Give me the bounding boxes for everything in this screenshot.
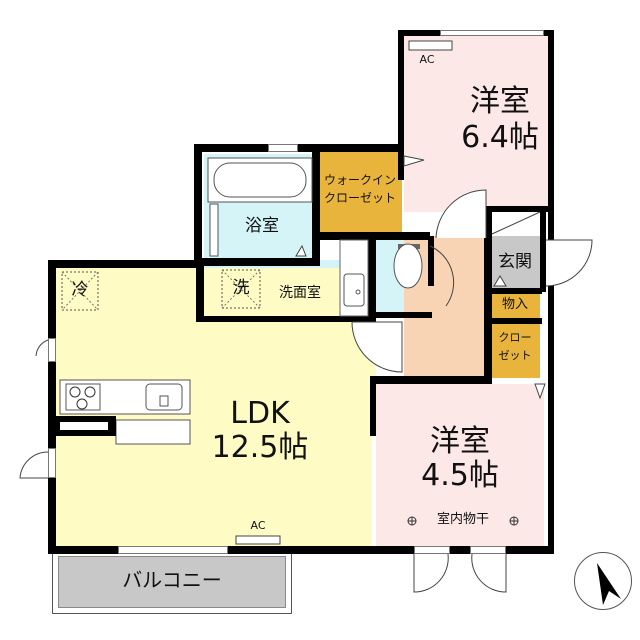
walk-in-closet-line2: クローゼット: [323, 191, 396, 205]
wall: [312, 144, 320, 266]
balcony: [58, 556, 286, 608]
western-room-2: [376, 384, 544, 546]
ac-label: AC: [419, 53, 435, 66]
entrance-label: 玄関: [498, 252, 532, 272]
western-room-1-size: 6.4帖: [461, 120, 539, 155]
washroom-label: 洗面室: [279, 285, 321, 301]
wall: [486, 206, 554, 212]
western-room-2-size: 4.5帖: [421, 458, 499, 493]
western-room-1-name: 洋室: [470, 84, 530, 119]
storage-label: 物入: [501, 297, 528, 312]
wall: [398, 30, 404, 180]
wall: [370, 376, 492, 384]
wall: [368, 236, 376, 322]
wall: [194, 144, 202, 268]
wall: [428, 236, 434, 286]
wall: [376, 312, 432, 318]
bathroom-label: 浴室: [245, 216, 279, 236]
closet: [490, 324, 540, 378]
closet-line2: ゼット: [498, 349, 532, 362]
ldk-size: 12.5帖: [211, 430, 309, 465]
ldk-hall-area: [200, 318, 376, 382]
compass: [574, 552, 632, 610]
western-room-1: [404, 36, 548, 212]
wall: [484, 206, 492, 382]
north-arrow-icon: [597, 563, 621, 605]
wall: [490, 288, 542, 294]
wall: [548, 30, 554, 552]
washer-mark: 洗: [232, 278, 250, 298]
wall: [194, 144, 404, 152]
balcony-label: バルコニー: [122, 568, 222, 592]
wall: [202, 258, 320, 266]
walk-in-closet: [318, 150, 402, 232]
wall: [540, 212, 546, 292]
closet-line1: クロー: [498, 331, 532, 344]
window: [118, 546, 228, 554]
wall: [48, 546, 554, 554]
wall: [490, 318, 542, 324]
window: [440, 30, 544, 36]
wall: [48, 260, 56, 552]
fridge-mark: 冷: [71, 280, 89, 300]
wall: [196, 316, 374, 322]
storage: [490, 294, 540, 318]
window: [414, 546, 450, 554]
window: [48, 448, 56, 478]
window: [268, 144, 298, 152]
wall: [48, 260, 204, 268]
western-room-2-name: 洋室: [430, 424, 490, 459]
window: [470, 546, 506, 554]
indoor-drying-label: 室内物干: [436, 512, 489, 527]
ldk-name: LDK: [230, 396, 290, 431]
ldk-ac-label: AC: [250, 519, 266, 532]
window: [48, 338, 56, 362]
wall: [196, 260, 204, 322]
wall: [370, 376, 376, 436]
walk-in-closet-line1: ウォークイン: [323, 173, 396, 187]
